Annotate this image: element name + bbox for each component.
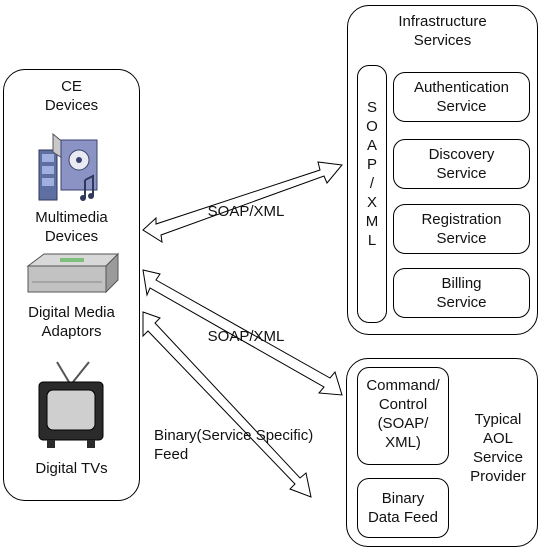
arrow-soap-infrastructure [142,161,343,244]
soap-xml-label-top: SOAP/XML [207,203,285,220]
arrow-soap-command [142,269,343,396]
discovery-service-box [393,139,530,189]
arrow-binary-feed [142,311,312,498]
authentication-service-box [393,72,530,122]
soap-xml-label-middle: SOAP/XML [207,328,285,345]
billing-service-label: Billing Service [436,275,487,311]
ce-devices-title: CE Devices [44,78,99,114]
aol-service-provider-title: Typical AOL Service Provider [470,411,526,485]
digital-tvs-label: Digital TVs [35,460,108,477]
soap-xml-vertical-label: S O A P / X M L [365,99,379,249]
command-control-label: Command/ Control (SOAP/ XML) [366,377,440,451]
binary-data-feed-label: Binary Data Feed [367,490,439,526]
binary-feed-label: Binary(Service Specific) Feed [154,427,314,463]
multimedia-devices-icon [38,132,98,201]
registration-service-label: Registration Service [421,211,502,247]
discovery-service-label: Discovery Service [428,146,495,182]
soap-xml-vertical-box [357,65,387,323]
authentication-service-label: Authentication Service [413,79,510,115]
multimedia-devices-label: Multimedia Devices [35,209,108,245]
command-control-box [357,367,449,465]
binary-data-feed-box [357,478,449,538]
billing-service-box [393,268,530,318]
digital-media-adaptors-label: Digital Media Adaptors [28,304,115,340]
television-icon [38,361,104,448]
registration-service-box [393,204,530,254]
infrastructure-services-title: Infrastructure Services [398,13,487,49]
digital-media-adaptor-icon [26,252,120,294]
